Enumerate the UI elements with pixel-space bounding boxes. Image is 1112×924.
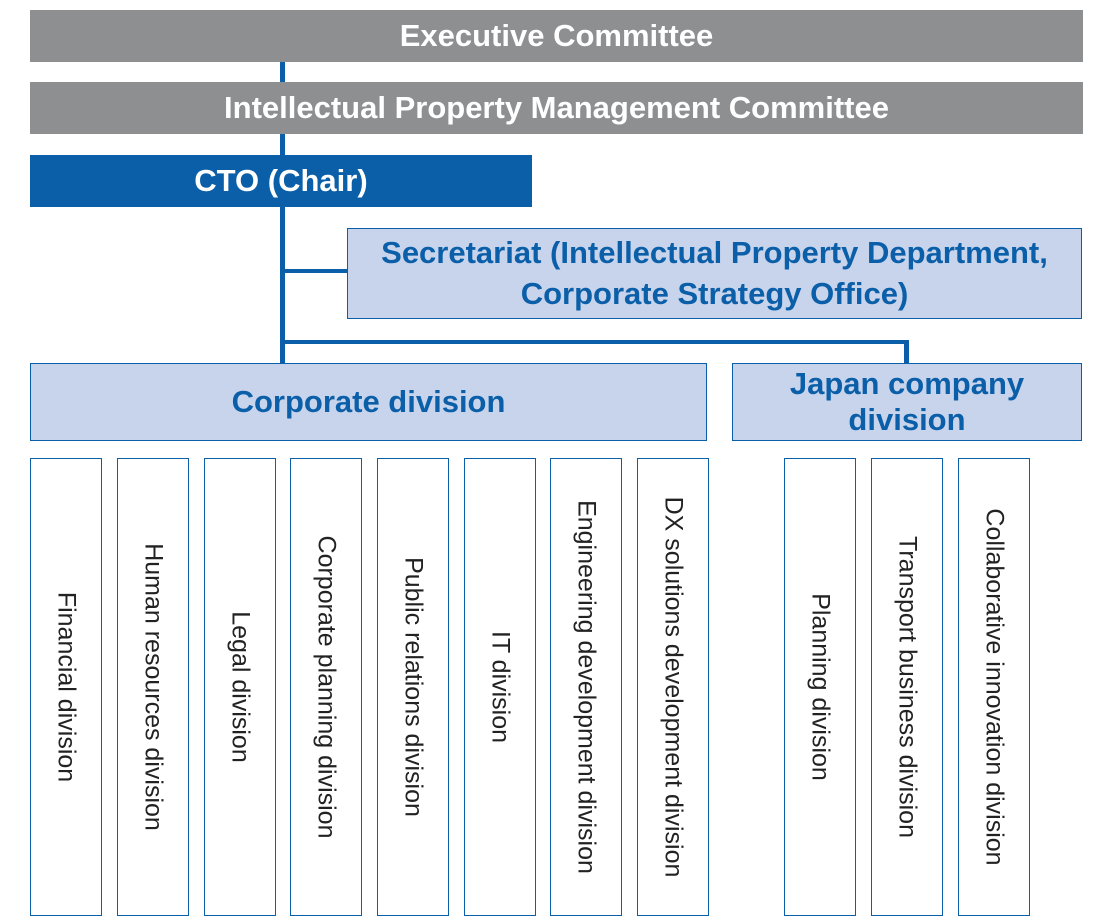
subdivision-legal: Legal division xyxy=(204,458,276,916)
cto-label: CTO (Chair) xyxy=(194,163,368,198)
subdivision-public-relations: Public relations division xyxy=(377,458,449,916)
corporate-division-box: Corporate division xyxy=(30,363,707,441)
connector-ip-cto xyxy=(280,134,285,156)
connector-secretariat xyxy=(280,269,348,273)
subdivision-dx-solutions: DX solutions development division xyxy=(637,458,709,916)
subdivision-it: IT division xyxy=(464,458,536,916)
secretariat-label-line1: Secretariat (Intellectual Property Depar… xyxy=(381,235,1048,271)
ip-committee-box: Intellectual Property Management Committ… xyxy=(30,82,1083,134)
subdivision-planning: Planning division xyxy=(784,458,856,916)
subdivision-human-resources: Human resources division xyxy=(117,458,189,916)
subdivision-transport-business: Transport business division xyxy=(871,458,943,916)
executive-committee-box: Executive Committee xyxy=(30,10,1083,62)
connector-exec-ip xyxy=(280,61,285,83)
subdivision-label: Legal division xyxy=(226,611,255,763)
ip-committee-label: Intellectual Property Management Committ… xyxy=(224,90,889,125)
connector-cto-trunk xyxy=(280,206,285,364)
subdivision-label: DX solutions development division xyxy=(659,496,688,878)
subdivision-label: Financial division xyxy=(52,591,81,783)
subdivision-collaborative-innovation: Collaborative innovation division xyxy=(958,458,1030,916)
subdivision-label: Engineering development division xyxy=(572,500,601,874)
subdivision-engineering-development: Engineering development division xyxy=(550,458,622,916)
executive-committee-label: Executive Committee xyxy=(399,18,714,53)
cto-box: CTO (Chair) xyxy=(30,155,532,207)
subdivision-financial: Financial division xyxy=(30,458,102,916)
corporate-division-label: Corporate division xyxy=(231,383,506,419)
subdivision-label: Human resources division xyxy=(139,543,168,831)
subdivision-corporate-planning: Corporate planning division xyxy=(290,458,362,916)
japan-company-label-line2: division xyxy=(848,402,966,437)
subdivision-label: Transport business division xyxy=(893,536,922,838)
subdivision-label: Planning division xyxy=(806,593,835,781)
japan-company-division-box: Japan company division xyxy=(732,363,1082,441)
secretariat-box: Secretariat (Intellectual Property Depar… xyxy=(347,228,1082,319)
subdivision-label: Public relations division xyxy=(399,557,428,817)
subdivision-label: IT division xyxy=(486,630,515,744)
connector-branch xyxy=(280,340,909,344)
connector-japan xyxy=(904,340,909,364)
subdivision-label: Collaborative innovation division xyxy=(980,508,1009,866)
japan-company-label-line1: Japan company xyxy=(789,366,1025,402)
secretariat-label-line2: Corporate Strategy Office) xyxy=(520,275,909,311)
subdivision-label: Corporate planning division xyxy=(312,535,341,839)
